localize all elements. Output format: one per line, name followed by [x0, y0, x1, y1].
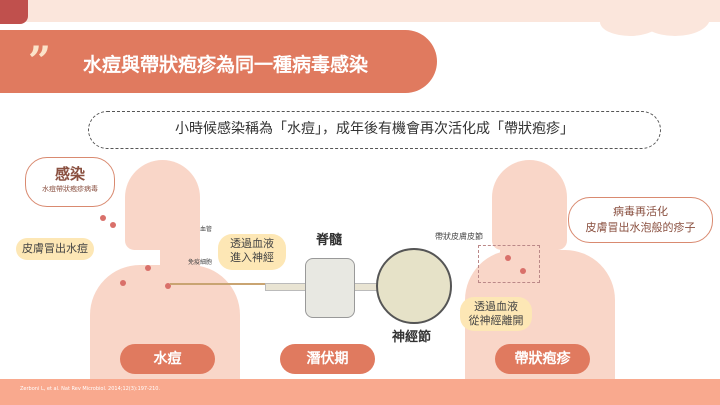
corner-tab	[0, 0, 28, 24]
virus-dot	[145, 265, 151, 271]
stage-latency: 潛伏期	[280, 344, 375, 374]
stage-chickenpox: 水痘	[120, 344, 215, 374]
cloud-decoration	[640, 0, 710, 36]
spinal-cord-image	[305, 258, 355, 318]
infection-bubble: 感染 水痘帶狀疱疹病毒	[25, 157, 115, 207]
dermatome-label: 帶狀皮膚皮節	[435, 232, 483, 241]
leave-nerve-line2: 從神經離開	[468, 314, 524, 327]
leave-nerve-line1: 透過血液	[474, 300, 518, 313]
virus-dot	[110, 222, 116, 228]
virus-dot	[165, 283, 171, 289]
reactivation-line2: 皮膚冒出水泡般的疹子	[585, 221, 696, 234]
skin-rash-label: 皮膚冒出水痘	[16, 238, 94, 260]
top-bar	[0, 0, 720, 22]
immune-cell-label: 免疫細胞	[188, 259, 213, 266]
ganglion-label: 神經節	[392, 330, 432, 345]
subtitle-box: 小時候感染稱為「水痘」，成年後有機會再次活化成「帶狀疱疹」	[88, 111, 661, 149]
quote-icon: ”	[28, 38, 51, 85]
nerve-line	[170, 283, 290, 285]
citation: Zerboni L, et al. Nat Rev Microbiol. 201…	[20, 386, 161, 392]
reactivation-bubble: 病毒再活化 皮膚冒出水泡般的疹子	[568, 197, 713, 243]
blood-vessel-label: 血管	[200, 226, 213, 233]
leave-nerve-label: 透過血液 從神經離開	[460, 297, 532, 331]
ganglion-circle	[376, 248, 452, 324]
virus-dot	[120, 280, 126, 286]
virus-dot	[100, 215, 106, 221]
stage-shingles: 帶狀疱疹	[495, 344, 590, 374]
dermatome-area	[478, 245, 540, 283]
spinal-cord-label: 脊髓	[316, 233, 343, 248]
infection-title: 感染	[54, 165, 85, 183]
title-banner	[0, 30, 437, 93]
page-title: 水痘與帶狀疱疹為同一種病毒感染	[83, 54, 369, 76]
rash-dot	[505, 255, 511, 261]
enter-nerve-line1: 透過血液	[230, 237, 274, 250]
enter-nerve-line2: 進入神經	[230, 251, 274, 264]
reactivation-line1: 病毒再活化	[613, 205, 668, 218]
enter-nerve-label: 透過血液 進入神經	[218, 234, 286, 270]
footer-bar	[0, 379, 720, 405]
infection-subtitle: 水痘帶狀疱疹病毒	[42, 185, 98, 193]
rash-dot	[520, 268, 526, 274]
